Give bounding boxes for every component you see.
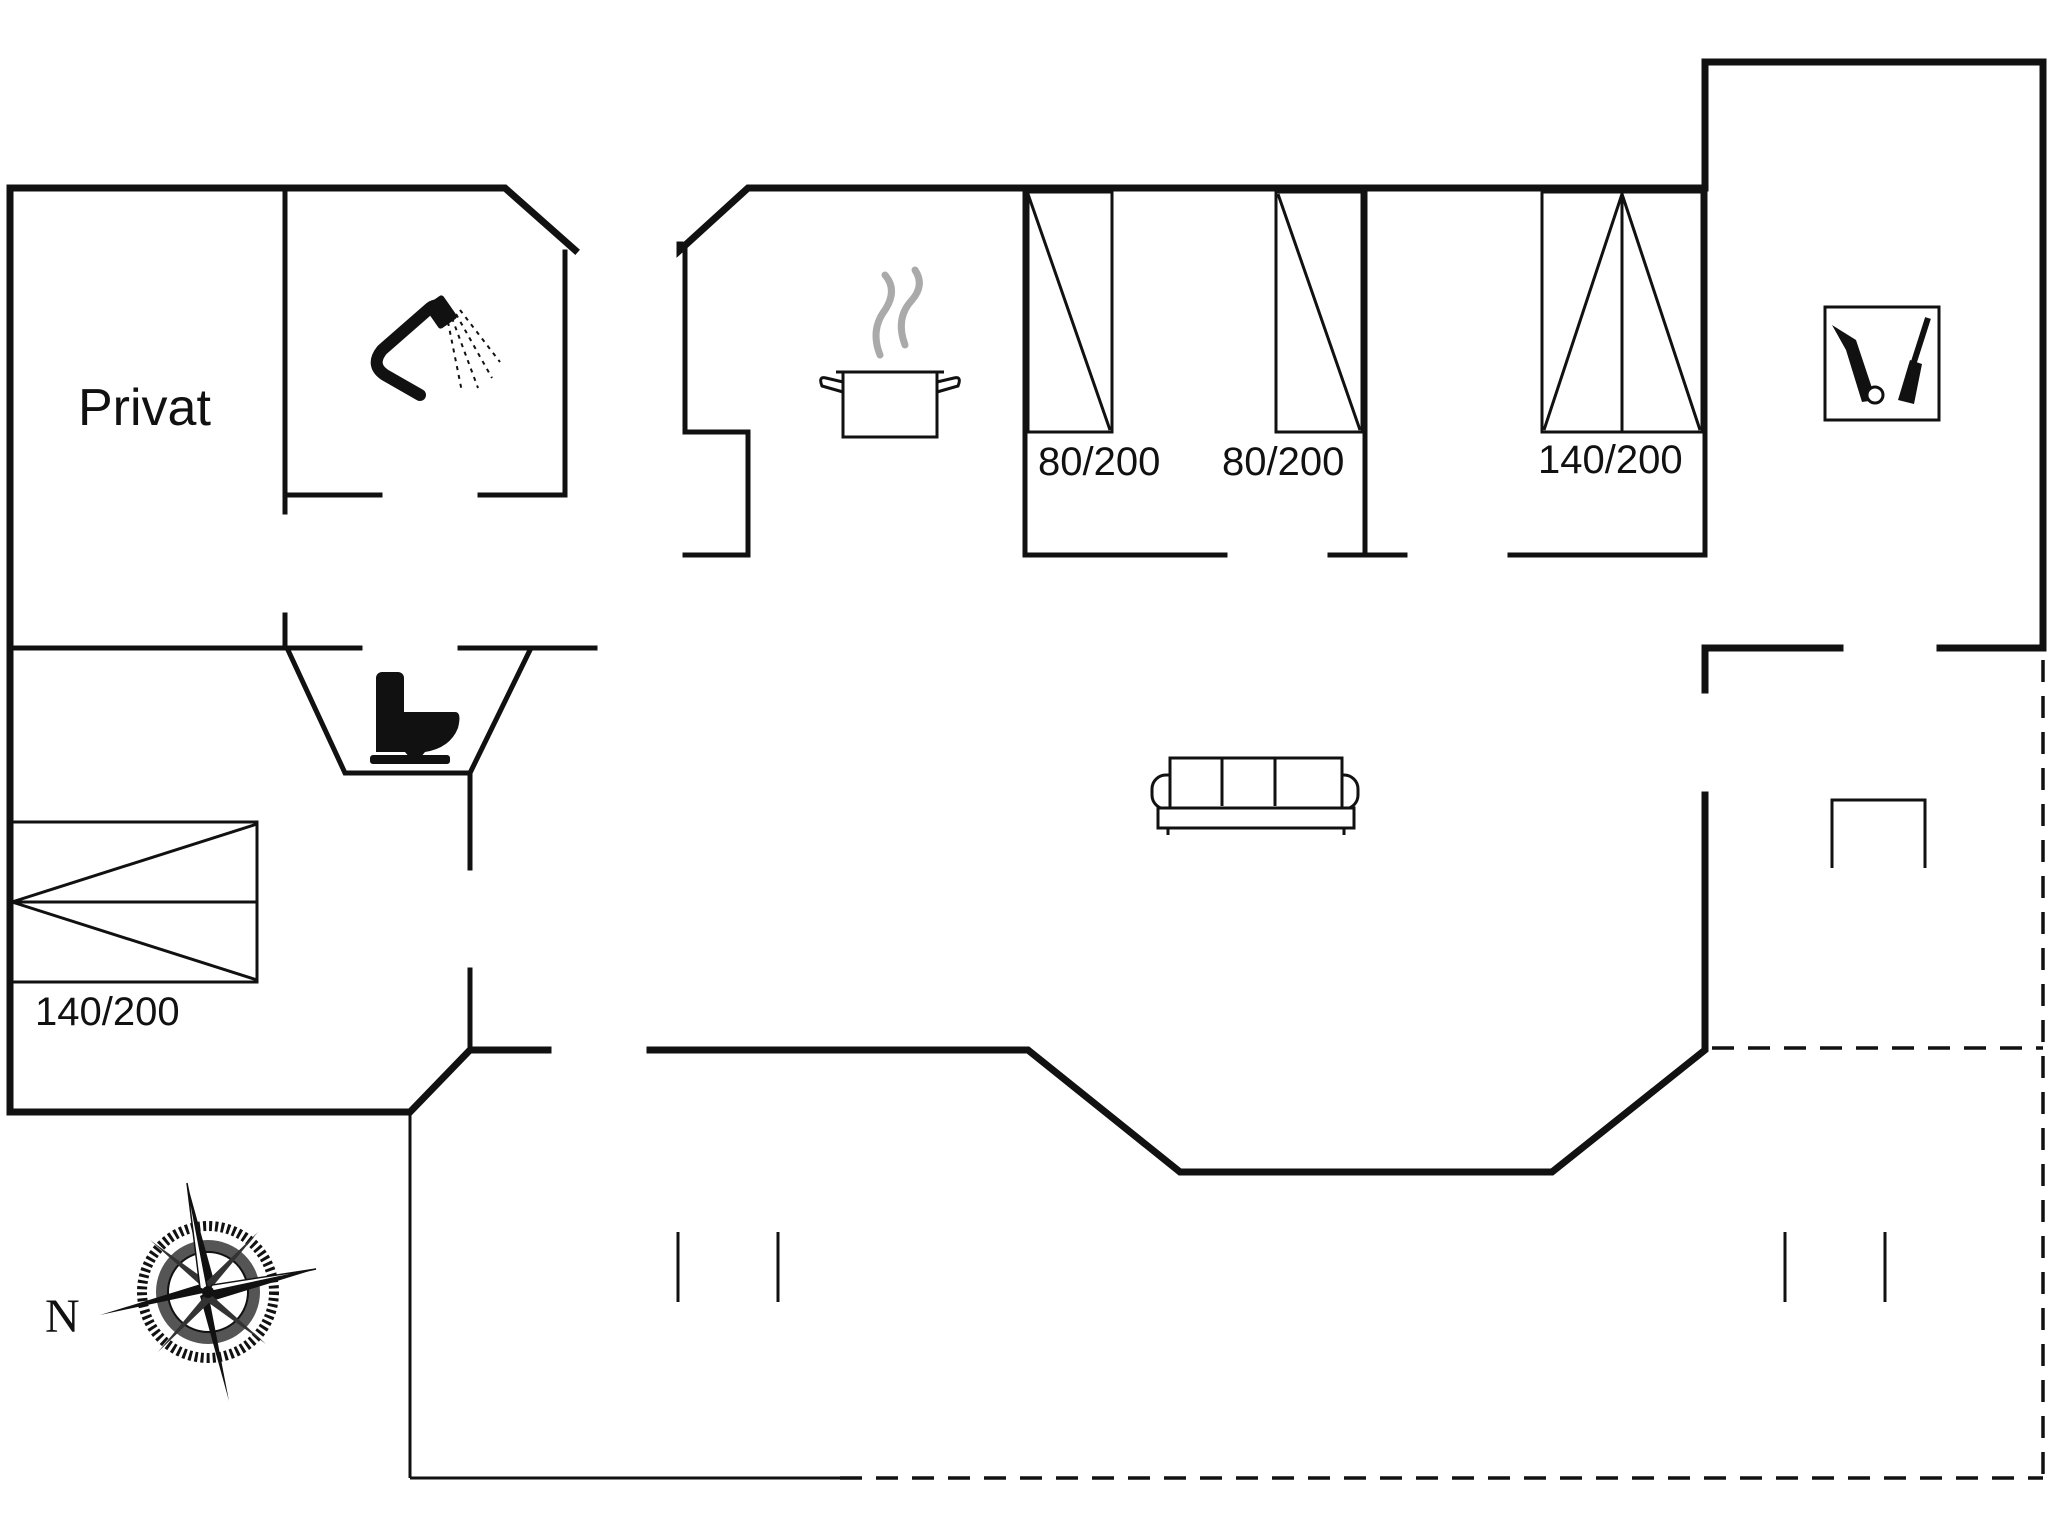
sofa-icon	[1150, 756, 1360, 835]
interior-walls	[7, 185, 1708, 1053]
bed-1: 80/200	[1026, 190, 1160, 484]
compass-rose-icon	[100, 1182, 317, 1401]
bed-2: 80/200	[1222, 190, 1364, 484]
bed-4: 140/200	[10, 820, 259, 1034]
room-label-private: Privat	[78, 379, 211, 437]
bed-3: 140/200	[1538, 190, 1704, 482]
north-label: N	[45, 1290, 80, 1343]
utility-cleaning-icon	[1823, 305, 1941, 422]
cooking-pot-icon	[819, 266, 961, 439]
terrace-outline	[408, 660, 2045, 1480]
toilet-icon	[370, 672, 460, 764]
shower-icon	[370, 295, 501, 401]
bed-4-size: 140/200	[35, 990, 180, 1034]
bed-2-size: 80/200	[1222, 440, 1344, 484]
bed-1-size: 80/200	[1038, 440, 1160, 484]
bed-3-size: 140/200	[1538, 438, 1683, 482]
